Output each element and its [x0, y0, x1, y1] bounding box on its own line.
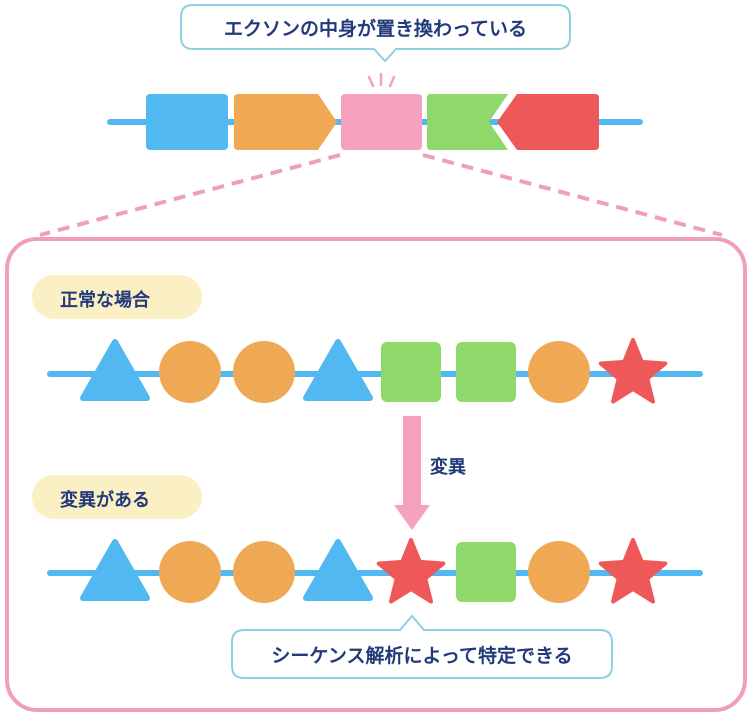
- bottom-callout: [231, 614, 613, 679]
- normal-sequence-row: [47, 338, 703, 404]
- mutant-square-6: [456, 542, 516, 602]
- mutant-label-pill: [32, 475, 202, 519]
- normal-label: 正常な場合: [60, 290, 150, 311]
- exon-5-red: [497, 94, 599, 150]
- mutant-circle-7: [528, 541, 590, 603]
- normal-circle-3: [233, 341, 295, 403]
- exon-3-pink-highlighted: [341, 94, 422, 150]
- mutant-label: 変異がある: [60, 490, 150, 511]
- exon-4-green: [427, 94, 508, 150]
- mutant-circle-3: [233, 541, 295, 603]
- mutant-sequence-row: [47, 538, 703, 604]
- top-callout-text: エクソンの中身が置き換わっている: [223, 17, 528, 40]
- exon-1-blue: [146, 94, 228, 150]
- normal-circle-2: [159, 341, 221, 403]
- arrow-label: 変異: [430, 457, 466, 478]
- normal-label-pill: [32, 275, 202, 319]
- top-callout: [180, 4, 571, 63]
- normal-square-6: [456, 342, 516, 402]
- normal-square-5: [381, 342, 441, 402]
- normal-triangle-4: [303, 339, 373, 401]
- mutant-star-5: [376, 538, 446, 604]
- mutant-triangle-4: [303, 539, 373, 601]
- zoom-lines: [39, 153, 723, 237]
- normal-star-8: [598, 338, 668, 404]
- exon-2-orange: [234, 94, 337, 150]
- mutation-arrow-icon: [394, 416, 430, 530]
- bottom-callout-text: シーケンス解析によって特定できる: [271, 644, 573, 667]
- mutant-circle-2: [159, 541, 221, 603]
- normal-circle-7: [528, 341, 590, 403]
- highlight-spark-icon: [367, 72, 396, 88]
- mutant-triangle-1: [80, 539, 150, 601]
- normal-triangle-1: [80, 339, 150, 401]
- mutant-star-8: [598, 538, 668, 604]
